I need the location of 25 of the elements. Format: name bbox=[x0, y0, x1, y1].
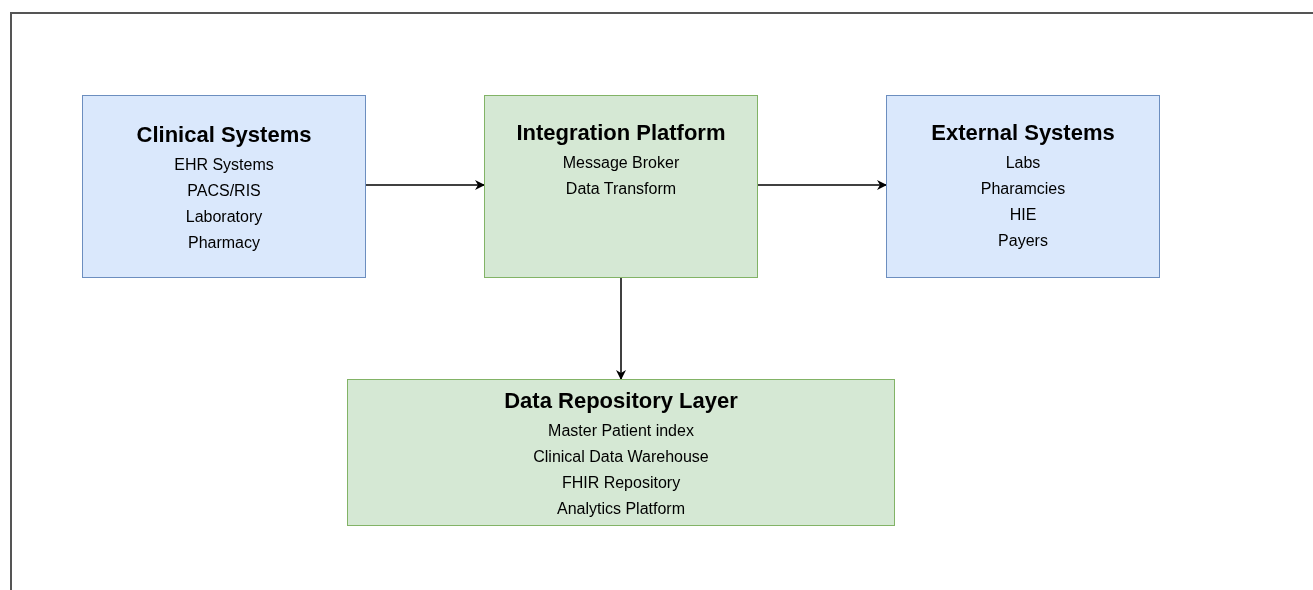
arrow bbox=[365, 180, 485, 190]
box-title: Clinical Systems bbox=[136, 121, 312, 149]
arrow bbox=[616, 277, 626, 380]
list-item: PACS/RIS bbox=[187, 181, 261, 201]
system-box bbox=[484, 95, 758, 278]
system-box bbox=[82, 95, 366, 278]
box-title: External Systems bbox=[931, 119, 1115, 147]
box-title: Integration Platform bbox=[516, 119, 726, 147]
list-item: HIE bbox=[1009, 205, 1037, 225]
list-item: Labs bbox=[1005, 153, 1041, 173]
list-item: Clinical Data Warehouse bbox=[533, 447, 709, 467]
list-item: Message Broker bbox=[562, 153, 680, 173]
list-item: Master Patient index bbox=[548, 421, 694, 441]
box-title: Data Repository Layer bbox=[504, 387, 738, 415]
arrow bbox=[757, 180, 887, 190]
list-item: EHR Systems bbox=[174, 155, 274, 175]
list-item: Pharamcies bbox=[980, 179, 1066, 199]
system-box bbox=[347, 379, 895, 526]
system-box bbox=[886, 95, 1160, 278]
list-item: Data Transform bbox=[565, 179, 677, 199]
list-item: Analytics Platform bbox=[556, 499, 685, 519]
list-item: Pharmacy bbox=[188, 233, 260, 253]
list-item: FHIR Repository bbox=[561, 473, 681, 493]
list-item: Laboratory bbox=[185, 207, 263, 227]
list-item: Payers bbox=[998, 231, 1048, 251]
